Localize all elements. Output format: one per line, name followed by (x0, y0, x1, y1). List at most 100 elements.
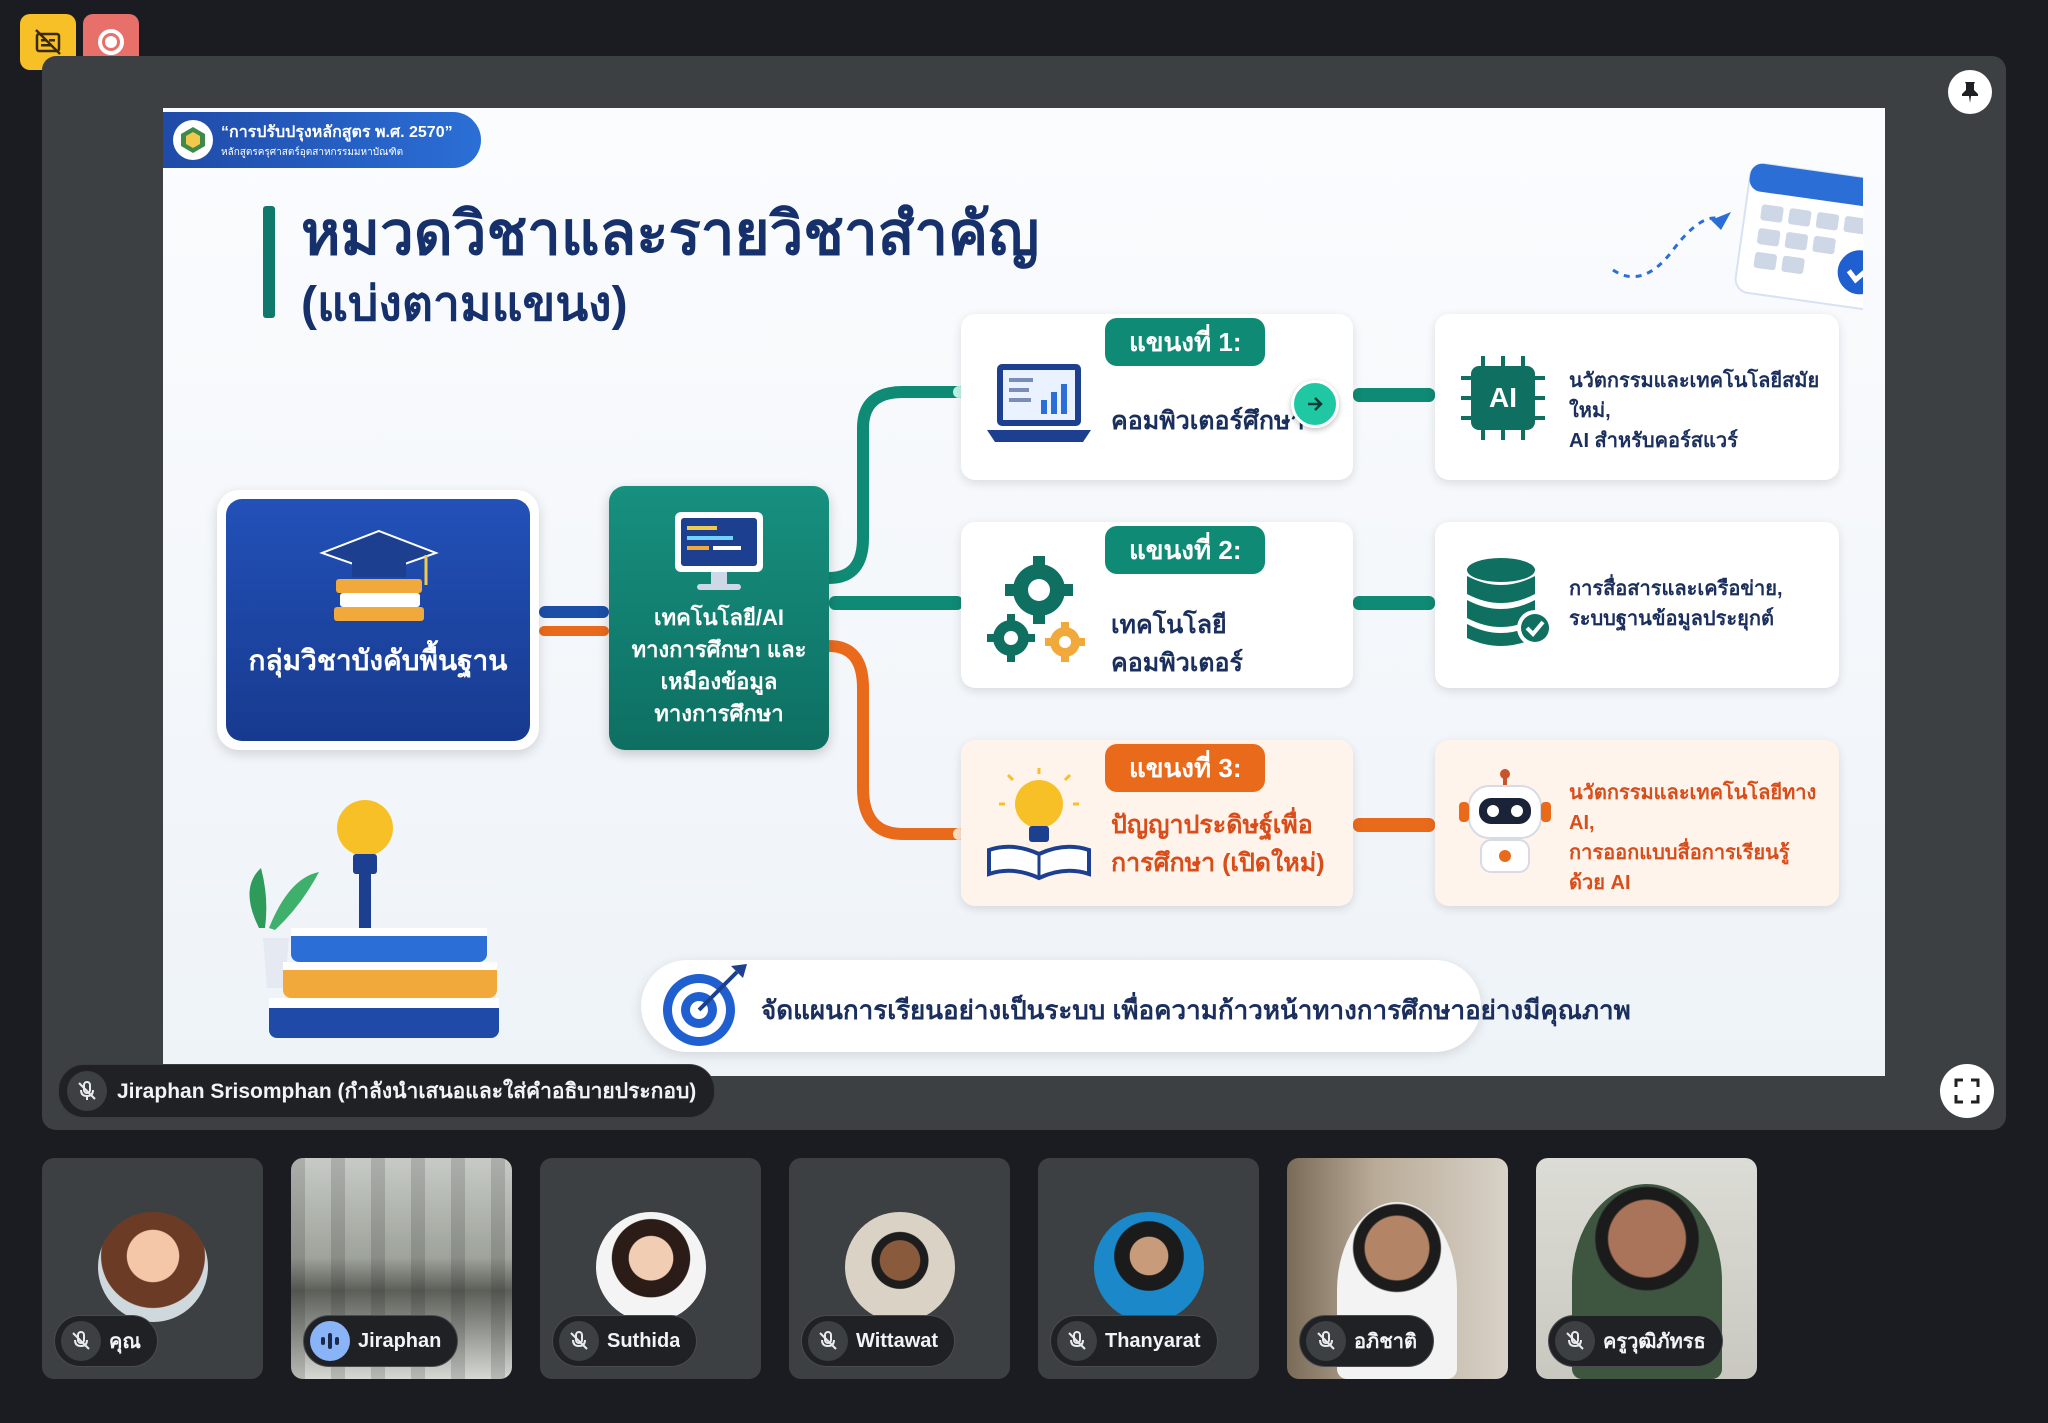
participant-name-pill: อภิชาติ (1299, 1315, 1434, 1367)
track-1-description-line-2: AI สำหรับคอร์สแวร์ (1569, 430, 1738, 452)
participant-tile-suthida[interactable]: Suthida (540, 1158, 761, 1379)
track-card-1: แขนงที่ 1: คอมพิวเตอร์ศึกษา (961, 314, 1353, 480)
track-2-description-line-2: ระบบฐานข้อมูลประยุกต์ (1569, 608, 1774, 630)
core-courses-label: กลุ่มวิชาบังคับพื้นฐาน (248, 645, 508, 676)
core-courses-box: กลุ่มวิชาบังคับพื้นฐาน (217, 490, 539, 750)
track-3-description-line-1: นวัตกรรมและเทคโนโลยีทาง AI, (1569, 782, 1817, 834)
track-3-description-line-3: ด้วย AI (1569, 872, 1631, 894)
track-2-description-line-1: การสื่อสารและเครือข่าย, (1569, 578, 1783, 600)
track-3-description-card: นวัตกรรมและเทคโนโลยีทาง AI, การออกแบบสื่… (1435, 740, 1839, 906)
fullscreen-icon (1954, 1078, 1980, 1104)
presentation-tile: “การปรับปรุงหลักสูตร พ.ศ. 2570” หลักสูตร… (42, 56, 2006, 1130)
database-check-icon (1467, 558, 1553, 646)
edtech-ai-label: เทคโนโลยี/AI ทางการศึกษา และ เหมืองข้อมู… (609, 602, 829, 730)
mic-off-icon (61, 1321, 101, 1361)
participant-tile-wittawat[interactable]: Wittawat (789, 1158, 1010, 1379)
bottom-banner: จัดแผนการเรียนอย่างเป็นระบบ เพื่อความก้า… (641, 960, 1631, 1052)
edtech-ai-line-2: ทางการศึกษา และ (631, 637, 807, 662)
pin-button[interactable] (1948, 70, 1992, 114)
track-1-description: นวัตกรรมและเทคโนโลยีสมัยใหม่, AI สำหรับค… (1569, 366, 1839, 456)
mic-off-icon (67, 1071, 107, 1111)
participant-name: อภิชาติ (1354, 1331, 1417, 1353)
participant-name-pill: Jiraphan (303, 1315, 459, 1367)
avatar (845, 1212, 955, 1322)
avatar (98, 1212, 208, 1322)
connector-desc-2 (1353, 596, 1435, 610)
participant-name: Wittawat (856, 1329, 939, 1352)
participant-name-pill: Thanyarat (1050, 1315, 1218, 1367)
participant-name: Suthida (607, 1329, 681, 1352)
connector-track-3 (828, 640, 969, 840)
track-name-3-line-1: ปัญญาประดิษฐ์เพื่อ (1111, 811, 1313, 839)
track-name-2: เทคโนโลยีคอมพิวเตอร์ (1111, 606, 1353, 682)
track-name-1-line-1: คอมพิวเตอร์ศึกษา (1111, 407, 1305, 435)
shared-slide: “การปรับปรุงหลักสูตร พ.ศ. 2570” หลักสูตร… (163, 108, 1885, 1076)
connector-core-to-tech-orange (539, 626, 609, 636)
connector-core-to-tech (539, 606, 609, 618)
connector-desc-3 (1353, 818, 1435, 832)
curriculum-badge: “การปรับปรุงหลักสูตร พ.ศ. 2570” หลักสูตร… (163, 112, 481, 168)
participant-name: Thanyarat (1105, 1329, 1201, 1352)
connector-desc-1 (1353, 388, 1435, 402)
captions-off-icon (35, 29, 61, 55)
participant-name-pill: คุณ (54, 1315, 158, 1367)
track-1-description-line-1: นวัตกรรมและเทคโนโลยีสมัยใหม่, (1569, 370, 1820, 422)
presenter-name-pill: Jiraphan Srisomphan (กำลังนำเสนอและใส่คำ… (58, 1064, 716, 1118)
participant-name: ครูวุฒิภัทรธ (1603, 1331, 1706, 1353)
books-lightbulb-plant-icon (249, 800, 499, 1038)
monitor-code-icon (675, 512, 763, 590)
fullscreen-button[interactable] (1940, 1064, 1994, 1118)
participant-name: คุณ (109, 1331, 141, 1353)
participant-tile-apichat[interactable]: อภิชาติ (1287, 1158, 1508, 1379)
pin-icon (1962, 82, 1978, 103)
edtech-ai-box: เทคโนโลยี/AI ทางการศึกษา และ เหมืองข้อมู… (609, 486, 829, 750)
track-name-2-line-1: เทคโนโลยีคอมพิวเตอร์ (1111, 611, 1243, 677)
speaking-indicator-icon (310, 1321, 350, 1361)
track-name-1: คอมพิวเตอร์ศึกษา (1111, 402, 1304, 440)
track-name-3: ปัญญาประดิษฐ์เพื่อ การศึกษา (เปิดใหม่) (1111, 806, 1325, 882)
graduation-cap-icon (319, 529, 439, 621)
record-icon (98, 29, 124, 55)
mic-off-icon (1057, 1321, 1097, 1361)
target-icon (663, 964, 747, 1046)
connector-track-1 (828, 386, 969, 584)
edtech-ai-line-1: เทคโนโลยี/AI (654, 605, 784, 630)
mic-off-icon (1555, 1321, 1595, 1361)
edtech-ai-line-3: เหมืองข้อมูล (660, 669, 778, 694)
badge-line-1: “การปรับปรุงหลักสูตร พ.ศ. 2570” (221, 124, 453, 141)
laptop-icon (987, 364, 1091, 442)
track-3-description-line-2: การออกแบบสื่อการเรียนรู้ (1569, 842, 1790, 864)
track-name-3-line-2: การศึกษา (เปิดใหม่) (1111, 849, 1325, 877)
participant-tile-jiraphan[interactable]: Jiraphan (291, 1158, 512, 1379)
track-tag-3: แขนงที่ 3: (1105, 744, 1266, 792)
track-tag-2: แขนงที่ 2: (1105, 526, 1266, 574)
slide-subtitle: (แบ่งตามแขนง) (301, 278, 628, 331)
university-seal-icon (173, 120, 213, 160)
track-2-description-card: การสื่อสารและเครือข่าย, ระบบฐานข้อมูลประ… (1435, 522, 1839, 688)
track-card-3: แขนงที่ 3: ปัญญาประดิษฐ์เพื่อ การศึกษา (… (961, 740, 1353, 906)
calendar-icon (1612, 163, 1863, 310)
participant-tile-you[interactable]: คุณ (42, 1158, 263, 1379)
track-2-description: การสื่อสารและเครือข่าย, ระบบฐานข้อมูลประ… (1569, 574, 1783, 634)
track-card-2: แขนงที่ 2: เทคโนโลยีคอมพ (961, 522, 1353, 688)
connector-track-2 (829, 596, 963, 610)
gears-icon (987, 556, 1085, 662)
avatar (1094, 1212, 1204, 1322)
mic-off-icon (1306, 1321, 1346, 1361)
participant-name-pill: ครูวุฒิภัทรธ (1548, 1315, 1723, 1367)
track-tag-1: แขนงที่ 1: (1105, 318, 1266, 366)
participant-name-pill: Suthida (552, 1315, 698, 1367)
participant-tile-thanyarat[interactable]: Thanyarat (1038, 1158, 1259, 1379)
participant-name: Jiraphan (358, 1329, 442, 1352)
participant-tile-khru-wutthiphat[interactable]: ครูวุฒิภัทรธ (1536, 1158, 1757, 1379)
ai-chip-icon: AI (1459, 354, 1547, 442)
mic-off-icon (808, 1321, 848, 1361)
presenter-name: Jiraphan Srisomphan (กำลังนำเสนอและใส่คำ… (117, 1079, 697, 1103)
slide-title: หมวดวิชาและรายวิชาสำคัญ (301, 200, 1040, 267)
edtech-ai-line-4: ทางการศึกษา (654, 701, 784, 726)
participant-name-pill: Wittawat (801, 1315, 956, 1367)
mic-off-icon (559, 1321, 599, 1361)
lightbulb-book-icon (987, 768, 1091, 881)
ai-chip-label: AI (1489, 382, 1517, 413)
track-3-description: นวัตกรรมและเทคโนโลยีทาง AI, การออกแบบสื่… (1569, 778, 1839, 898)
